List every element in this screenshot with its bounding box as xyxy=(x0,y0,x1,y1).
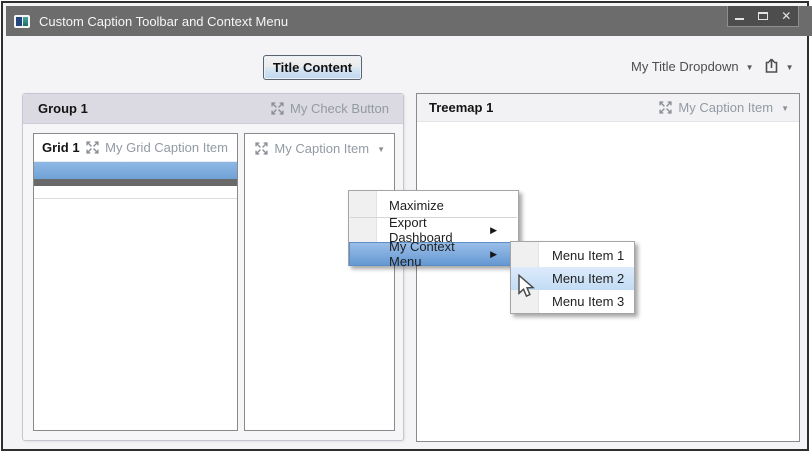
expand-arrows-icon xyxy=(86,141,99,154)
app-icon xyxy=(14,14,30,28)
menu-item-label: Maximize xyxy=(389,197,444,213)
grid-1-header: Grid 1 My Grid Caption Item xyxy=(34,134,237,162)
menu-item-3[interactable]: Menu Item 3 xyxy=(511,290,634,313)
title-toolbar-right: My Title Dropdown ▼ ▼ xyxy=(631,54,794,78)
grid-dark-row xyxy=(34,179,237,186)
my-caption-item-label: My Caption Item xyxy=(274,140,370,156)
mouse-cursor-icon xyxy=(518,274,536,298)
minimize-icon xyxy=(735,18,745,20)
caption-item-panel: My Caption Item ▼ xyxy=(244,133,395,431)
export-share-icon[interactable] xyxy=(764,58,779,74)
treemap-1-title: Treemap 1 xyxy=(429,100,494,115)
expand-arrows-icon xyxy=(271,102,284,115)
expand-arrows-icon xyxy=(255,141,269,155)
maximize-icon xyxy=(757,12,768,20)
my-check-button[interactable]: My Check Button xyxy=(271,101,389,116)
grid-selected-row[interactable] xyxy=(34,162,237,179)
window-controls: ✕ xyxy=(727,6,799,27)
close-button[interactable]: ✕ xyxy=(775,6,798,26)
grid-caption-item[interactable]: My Grid Caption Item xyxy=(86,140,228,155)
treemap-caption-item-label: My Caption Item xyxy=(678,100,774,115)
caption-item-panel-header: My Caption Item ▼ xyxy=(245,134,394,162)
context-menu: Maximize Export Dashboard ▶ My Context M… xyxy=(348,190,519,269)
minimize-button[interactable] xyxy=(728,6,751,26)
treemap-caption-item-button[interactable]: My Caption Item ▼ xyxy=(659,100,789,115)
my-check-button-label: My Check Button xyxy=(290,101,389,116)
chevron-down-icon[interactable]: ▼ xyxy=(745,62,754,72)
window-title: Custom Caption Toolbar and Context Menu xyxy=(39,13,289,29)
menu-item-maximize[interactable]: Maximize xyxy=(349,193,518,217)
submenu-arrow-icon: ▶ xyxy=(490,248,497,259)
menu-item-my-context-menu[interactable]: My Context Menu ▶ xyxy=(349,239,518,269)
menu-item-2[interactable]: Menu Item 2 xyxy=(511,267,634,290)
app-window: Custom Caption Toolbar and Context Menu … xyxy=(1,1,812,451)
menu-item-export-dashboard[interactable]: Export Dashboard ▶ xyxy=(349,215,518,245)
menu-separator xyxy=(350,217,517,218)
menu-item-label: Menu Item 2 xyxy=(552,271,625,286)
submenu-arrow-icon: ▶ xyxy=(490,224,497,235)
title-content-button[interactable]: Title Content xyxy=(263,55,362,80)
maximize-button[interactable] xyxy=(751,6,774,26)
menu-item-label: My Context Menu xyxy=(389,239,455,269)
expand-arrows-icon xyxy=(659,101,673,114)
context-submenu: Menu Item 1 Menu Item 2 Menu Item 3 xyxy=(510,241,635,314)
title-dropdown-button[interactable]: My Title Dropdown xyxy=(631,58,739,74)
treemap-1-header: Treemap 1 My Caption Item ▼ xyxy=(417,94,799,122)
group-1-header: Group 1 My Check Button xyxy=(23,94,403,124)
menu-item-label: Menu Item 1 xyxy=(552,248,625,263)
title-bar[interactable]: Custom Caption Toolbar and Context Menu xyxy=(6,6,812,36)
my-caption-item-button[interactable]: My Caption Item ▼ xyxy=(255,141,385,156)
chevron-down-icon[interactable]: ▼ xyxy=(785,62,794,72)
menu-item-1[interactable]: Menu Item 1 xyxy=(511,244,634,267)
menu-item-label: Menu Item 3 xyxy=(552,294,625,309)
group-1-title: Group 1 xyxy=(38,101,88,116)
grid-1-panel: Grid 1 My Grid Caption Item xyxy=(33,133,238,431)
grid-1-title: Grid 1 xyxy=(42,140,80,155)
close-icon: ✕ xyxy=(781,9,792,23)
menu-item-label: Export Dashboard xyxy=(389,215,453,245)
chevron-down-icon: ▼ xyxy=(781,104,789,113)
grid-row[interactable] xyxy=(34,186,237,199)
chevron-down-icon: ▼ xyxy=(377,144,385,154)
grid-caption-item-label: My Grid Caption Item xyxy=(105,140,228,155)
